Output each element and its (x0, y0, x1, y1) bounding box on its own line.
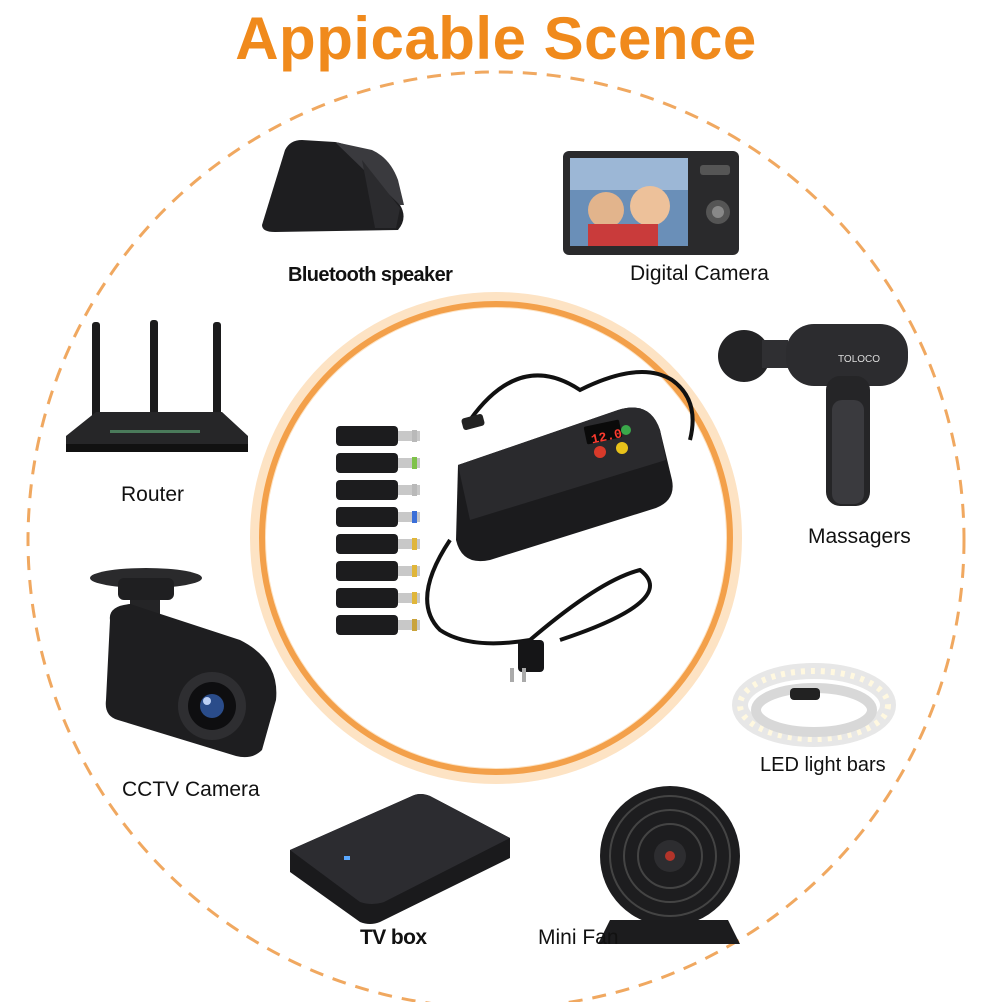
dc-tip-pin (398, 566, 420, 576)
dc-tip-pin (398, 431, 420, 441)
dc-tip-body (336, 561, 398, 581)
dc-tip-body (336, 507, 398, 527)
mini-fan-label: Mini Fan (538, 926, 619, 949)
adapter-voltage-display: 12.0 (590, 426, 624, 447)
digital-camera-icon (563, 151, 739, 255)
dc-tip-body (336, 588, 398, 608)
digital-camera-label: Digital Camera (630, 262, 769, 285)
bluetooth-speaker-icon (262, 140, 404, 232)
dc-tip-ring (412, 592, 417, 604)
dc-tip-ring (412, 619, 417, 631)
tv-box-icon (290, 794, 510, 924)
massager-gun-icon: TOLOCO (718, 324, 908, 506)
massagers-label: Massagers (808, 525, 911, 548)
dc-tip-pin (398, 620, 420, 630)
dc-tip-pin (398, 593, 420, 603)
router-label: Router (121, 483, 185, 506)
dc-tip-body (336, 534, 398, 554)
dc-tip-pin (398, 485, 420, 495)
tv-box-label: TV box (360, 926, 427, 949)
dc-tip-body (336, 453, 398, 473)
dc-tip-pin (398, 512, 420, 522)
dc-tip-ring (412, 457, 417, 469)
dc-tip-ring (412, 484, 417, 496)
svg-text:TOLOCO: TOLOCO (838, 354, 880, 365)
led-light-bars-label: LED light bars (760, 754, 886, 776)
page-title: Appicable Scence (235, 5, 757, 72)
dc-tip-pin (398, 458, 420, 468)
dc-tip-body (336, 615, 398, 635)
dc-tip-body (336, 426, 398, 446)
dc-tip-pin (398, 539, 420, 549)
router-icon (66, 320, 248, 452)
outer-dashed-ring (26, 70, 966, 1002)
dc-tip-ring (412, 430, 417, 442)
inner-ring (259, 301, 733, 775)
dc-tip-ring (412, 538, 417, 550)
dc-tip-ring (412, 511, 417, 523)
cctv-camera-icon (90, 568, 277, 758)
power-adapter-icon (425, 370, 695, 682)
dc-tip-ring (412, 565, 417, 577)
inner-ring-glow (250, 292, 742, 784)
cctv-camera-label: CCTV Camera (122, 778, 260, 801)
mini-fan-icon (598, 786, 740, 944)
dc-connector-tips (336, 426, 420, 635)
dc-tip-body (336, 480, 398, 500)
led-light-bars-icon (732, 663, 896, 747)
bluetooth-speaker-label: Bluetooth speaker (288, 264, 453, 286)
